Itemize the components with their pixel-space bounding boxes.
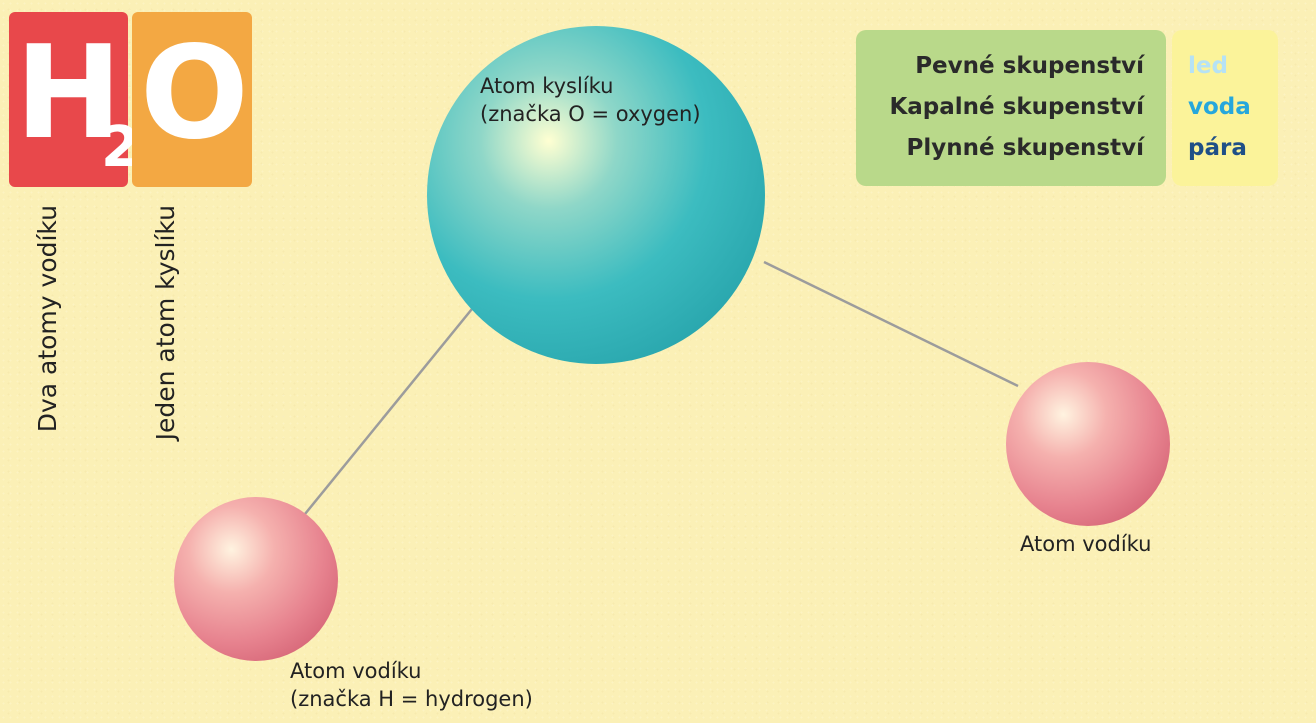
state-gas-name: Plynné skupenství xyxy=(906,135,1144,161)
oxygen-formula-box: O xyxy=(132,12,252,187)
state-solid-name: Pevné skupenství xyxy=(915,53,1144,79)
oxygen-atom-caption: Atom kyslíku (značka O = oxygen) xyxy=(480,72,701,128)
forms-panel: led voda pára xyxy=(1172,30,1278,186)
hydrogen-atom-title-left: Atom vodíku xyxy=(290,659,422,683)
hydrogen-atom-caption-right: Atom vodíku xyxy=(1020,530,1151,558)
hydrogen-atom-caption-left: Atom vodíku (značka H = hydrogen) xyxy=(290,657,533,713)
hydrogen-atom-sphere-right xyxy=(1006,362,1170,526)
state-liquid-name: Kapalné skupenství xyxy=(889,94,1144,120)
formula-letter-h: H xyxy=(15,19,123,168)
states-panel: Pevné skupenství Kapalné skupenství Plyn… xyxy=(856,30,1166,186)
state-gas-form: pára xyxy=(1188,135,1247,161)
hydrogen-atom-sphere-left xyxy=(174,497,338,661)
bond-line-left xyxy=(304,303,477,515)
state-solid-form: led xyxy=(1188,53,1228,79)
state-liquid-form: voda xyxy=(1188,94,1251,120)
hydrogen-atom-title-right: Atom vodíku xyxy=(1020,532,1152,556)
formula-letter-o: O xyxy=(140,19,249,168)
oxygen-atom-title: Atom kyslíku xyxy=(480,74,614,98)
hydrogen-formula-box: H 2 xyxy=(9,12,140,187)
oxygen-atom-symbol-note: (značka O = oxygen) xyxy=(480,102,701,126)
bond-line-right xyxy=(763,260,1019,388)
hydrogen-atom-symbol-note: (značka H = hydrogen) xyxy=(290,687,533,711)
oxygen-atom-sphere xyxy=(427,26,765,364)
